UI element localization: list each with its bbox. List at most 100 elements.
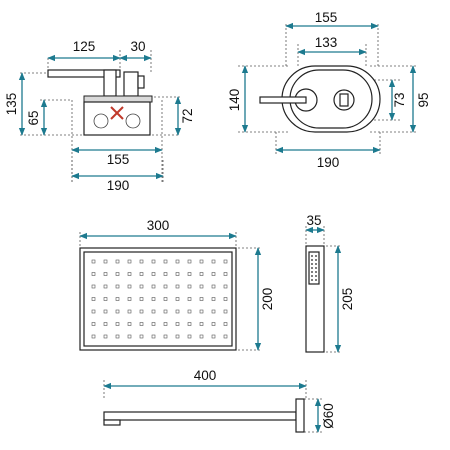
nozzle-dot: [211, 284, 216, 289]
hand-nozzle-dot: [315, 255, 317, 257]
nozzle-dot: [91, 297, 96, 301]
nozzle-dot: [223, 309, 228, 314]
hand-nozzle-dot: [311, 267, 313, 269]
dim-label-125: 125: [73, 39, 96, 54]
nozzle-dot: [199, 297, 204, 301]
nozzle-dot: [163, 297, 168, 301]
nozzle-dot: [103, 284, 108, 289]
inlet-left: [93, 113, 109, 129]
nozzle-dot: [211, 309, 216, 314]
nozzle-dot: [115, 272, 120, 276]
nozzle-dot: [139, 272, 144, 276]
nozzle-dot: [175, 297, 180, 301]
dim-label-200: 200: [260, 288, 275, 311]
shower-arm-tip: [103, 419, 121, 426]
nozzle-dot: [151, 259, 156, 264]
hand-nozzle-dot: [315, 275, 317, 277]
nozzle-dot: [175, 272, 180, 276]
dim-label-65: 65: [26, 110, 41, 125]
nozzle-dot: [91, 322, 96, 326]
nozzle-dot: [139, 322, 144, 326]
nozzle-dot: [199, 259, 204, 264]
nozzle-dot: [151, 322, 156, 326]
nozzle-dot: [199, 334, 204, 339]
hand-nozzle-dot: [315, 259, 317, 261]
nozzle-dot: [199, 284, 204, 289]
nozzle-dot: [163, 309, 168, 314]
hand-nozzle-dot: [315, 263, 317, 265]
rain-head-inner: [83, 251, 233, 347]
nozzle-dot: [175, 309, 180, 314]
nozzle-dot: [115, 322, 120, 326]
nozzle-dot: [103, 309, 108, 314]
nozzle-dot: [151, 309, 156, 314]
nozzle-dot: [91, 309, 96, 314]
dim-label-155-front: 155: [315, 10, 338, 25]
front-diverter-handle: [339, 93, 349, 107]
nozzle-dot: [223, 322, 228, 326]
nozzle-dot: [115, 334, 120, 339]
nozzle-dot: [223, 297, 228, 301]
hand-nozzle-dot: [311, 255, 313, 257]
front-lever: [259, 96, 307, 104]
mixer-front-view: 155 133 140 73 95 190: [227, 10, 431, 170]
hand-shower-face: [308, 251, 320, 285]
nozzle-dot: [223, 334, 228, 339]
nozzle-dot: [91, 272, 96, 276]
nozzle-dot: [175, 259, 180, 264]
dim-label-133: 133: [315, 35, 338, 50]
rain-head-view: 300 200: [79, 218, 275, 351]
diverter-knob-tip: [137, 75, 145, 89]
shower-arm-view: 400 Ø60: [103, 368, 336, 433]
nozzle-dot: [139, 259, 144, 264]
nozzle-dot: [163, 284, 168, 289]
nozzle-dot: [115, 284, 120, 289]
nozzle-dot: [211, 322, 216, 326]
inlet-right: [125, 113, 141, 129]
nozzle-dot: [151, 284, 156, 289]
nozzle-dot: [139, 284, 144, 289]
nozzle-dot: [139, 297, 144, 301]
dim-label-205: 205: [340, 288, 355, 311]
shower-arm-flange: [295, 398, 305, 433]
nozzle-dot: [199, 322, 204, 326]
nozzle-dot: [115, 297, 120, 301]
nozzle-dot: [151, 334, 156, 339]
mixer-lever: [47, 69, 121, 78]
nozzle-dot: [199, 272, 204, 276]
nozzle-dot: [187, 334, 192, 339]
hand-shower-nozzles: [311, 255, 317, 281]
hand-nozzle-dot: [315, 279, 317, 281]
hand-nozzle-dot: [311, 271, 313, 273]
nozzle-dot: [127, 309, 132, 314]
valve-mark-icon: [110, 106, 124, 120]
dim-label-155-side: 155: [107, 152, 130, 167]
shower-arm-pipe: [103, 411, 297, 421]
nozzle-dot: [127, 284, 132, 289]
nozzle-dot: [127, 334, 132, 339]
nozzle-dot: [223, 259, 228, 264]
nozzle-dot: [151, 272, 156, 276]
nozzle-dot: [103, 259, 108, 264]
nozzle-dot: [103, 322, 108, 326]
nozzle-dot: [211, 259, 216, 264]
nozzle-dot: [163, 259, 168, 264]
dim-label-30: 30: [130, 39, 145, 54]
nozzle-dot: [175, 334, 180, 339]
nozzle-dot: [151, 297, 156, 301]
nozzle-dot: [163, 272, 168, 276]
nozzle-dot: [127, 272, 132, 276]
dim-label-400: 400: [194, 368, 217, 383]
dim-label-95: 95: [416, 92, 431, 107]
diverter-knob: [123, 71, 139, 97]
dim-label-300: 300: [147, 218, 170, 233]
nozzle-dot: [127, 322, 132, 326]
nozzle-dot: [163, 322, 168, 326]
nozzle-dot: [187, 309, 192, 314]
nozzle-dot: [175, 322, 180, 326]
nozzle-dot: [211, 272, 216, 276]
hand-nozzle-dot: [311, 259, 313, 261]
dim-label-73: 73: [392, 92, 407, 107]
dim-label-140: 140: [227, 89, 242, 112]
